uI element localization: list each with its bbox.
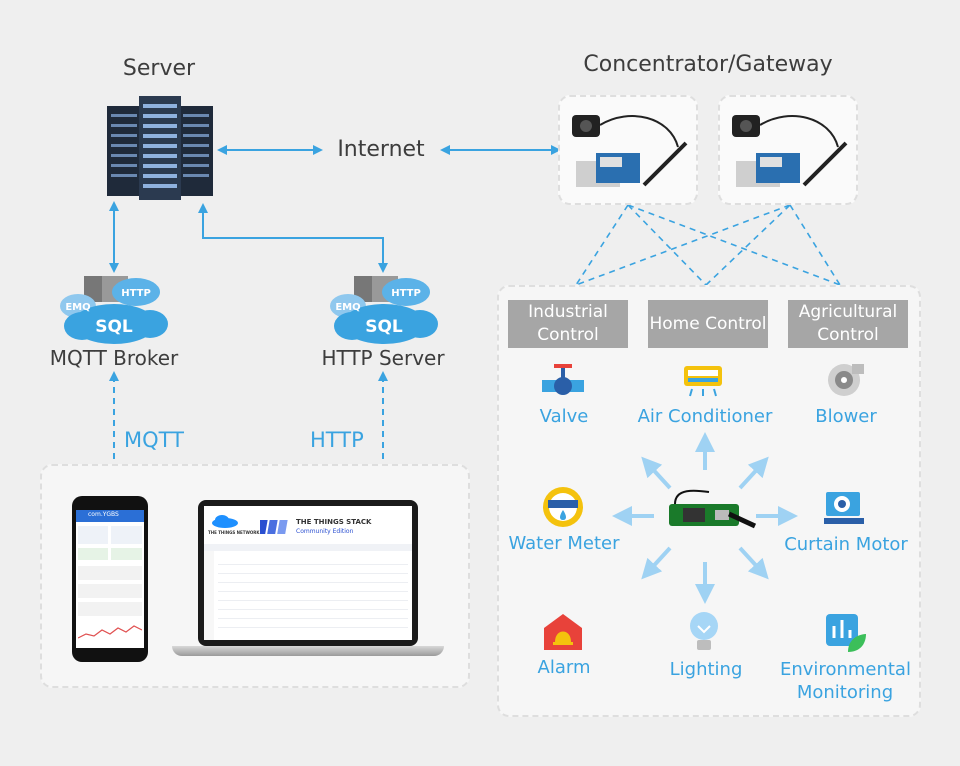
phone-card-1 bbox=[78, 526, 108, 544]
device-curtain-motor-label: Curtain Motor bbox=[784, 534, 908, 555]
server-rack-icon bbox=[107, 96, 213, 200]
device-environmental-monitoring-label: Environmental Monitoring bbox=[780, 659, 911, 703]
cloud-sql-text: SQL bbox=[365, 317, 403, 337]
ttn-logo-icon bbox=[212, 515, 238, 528]
internet-label: Internet bbox=[337, 137, 425, 162]
phone-row bbox=[78, 566, 142, 580]
radial-arrows bbox=[612, 432, 798, 604]
http-protocol-label: HTTP bbox=[310, 428, 364, 452]
mqtt-broker-cloud-icon: EMQ HTTP SQL bbox=[60, 276, 168, 344]
blower-icon bbox=[828, 364, 864, 396]
air-conditioner-icon bbox=[684, 366, 722, 397]
phone-app-title: com.YGBS bbox=[88, 511, 119, 518]
mqtt-protocol-label: MQTT bbox=[124, 428, 184, 452]
laptop-sidebar bbox=[204, 551, 214, 640]
device-blower-label: Blower bbox=[815, 406, 877, 427]
phone-row bbox=[78, 602, 142, 616]
lighting-bulb-icon bbox=[690, 612, 718, 650]
phone-screen: com.YGBS bbox=[76, 510, 144, 648]
cloud-emq-text: EMQ bbox=[335, 302, 360, 313]
http-server-cloud-icon: EMQ HTTP SQL bbox=[330, 276, 438, 344]
laptop-mockup: THE THINGS NETWORK THE THINGS STACK Comm… bbox=[198, 500, 418, 646]
tts-subtitle-text: Community Edition bbox=[296, 528, 354, 535]
device-water-meter-label: Water Meter bbox=[508, 533, 620, 554]
server-label: Server bbox=[122, 56, 196, 81]
category-agricultural-control: Agricultural Control bbox=[788, 300, 908, 348]
gateway-board-icon bbox=[572, 115, 688, 187]
device-air-conditioner-label: Air Conditioner bbox=[637, 406, 773, 427]
phone-chart-icon bbox=[78, 625, 142, 639]
laptop-base bbox=[172, 646, 444, 656]
cloud-emq-text: EMQ bbox=[65, 302, 90, 313]
device-alarm-label: Alarm bbox=[537, 657, 591, 678]
phone-mockup: com.YGBS bbox=[72, 496, 148, 662]
gateway-box-2 bbox=[718, 95, 858, 205]
device-valve-label: Valve bbox=[539, 406, 589, 427]
laptop-toolbar bbox=[204, 544, 412, 551]
gateway-box-1 bbox=[558, 95, 698, 205]
phone-card-3 bbox=[78, 548, 108, 560]
phone-row bbox=[78, 584, 142, 598]
cloud-sql-text: SQL bbox=[95, 317, 133, 337]
laptop-screen: THE THINGS NETWORK THE THINGS STACK Comm… bbox=[204, 506, 412, 640]
category-industrial-control: Industrial Control bbox=[508, 300, 628, 348]
http-server-label: HTTP Server bbox=[321, 346, 445, 370]
alarm-icon bbox=[544, 614, 582, 650]
water-meter-icon bbox=[543, 487, 583, 527]
valve-icon bbox=[542, 364, 584, 395]
cloud-http-text: HTTP bbox=[121, 288, 151, 299]
gateway-label: Concentrator/Gateway bbox=[583, 52, 833, 77]
phone-app-bar: com.YGBS bbox=[76, 510, 144, 522]
device-lighting-label: Lighting bbox=[669, 659, 743, 680]
cloud-http-text: HTTP bbox=[391, 288, 421, 299]
laptop-table bbox=[218, 556, 408, 636]
curtain-motor-icon bbox=[824, 492, 864, 524]
environmental-monitoring-icon bbox=[826, 614, 866, 652]
mqtt-broker-label: MQTT Broker bbox=[49, 346, 179, 370]
gateway-board-icon bbox=[732, 115, 848, 187]
tts-title-text: THE THINGS STACK bbox=[296, 518, 372, 526]
ttn-brand-text: THE THINGS NETWORK bbox=[208, 530, 260, 535]
phone-card-4 bbox=[111, 548, 142, 560]
category-home-control: Home Control bbox=[648, 300, 768, 348]
tts-logo-icon bbox=[260, 520, 288, 534]
phone-card-2 bbox=[111, 526, 142, 544]
lora-module-icon bbox=[669, 489, 757, 529]
